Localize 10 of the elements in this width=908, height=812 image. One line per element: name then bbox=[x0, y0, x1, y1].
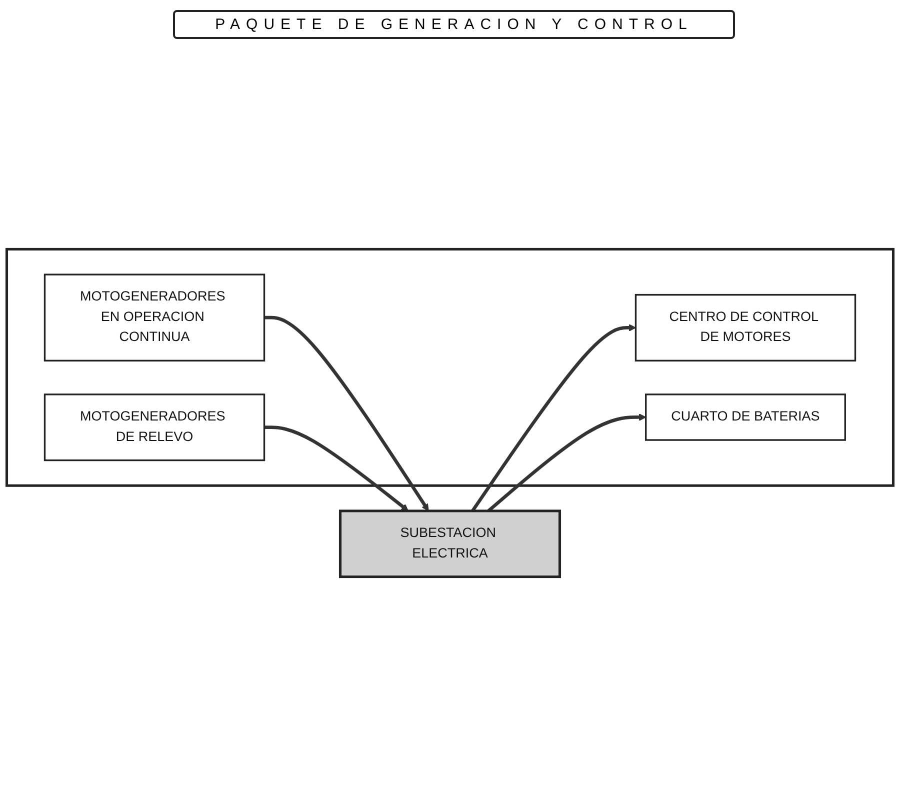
node-box: MOTOGENERADORES EN OPERACION CONTINUA bbox=[44, 274, 266, 362]
node-box: SUBESTACION ELECTRICA bbox=[338, 510, 562, 578]
cluster bbox=[5, 248, 895, 487]
arrow bbox=[264, 316, 429, 512]
banner-label: PAQUETE DE GENERACION Y CONTROL bbox=[173, 10, 735, 39]
arrow bbox=[471, 324, 636, 512]
node-box: MOTOGENERADORES DE RELEVO bbox=[44, 394, 266, 462]
node-box: CENTRO DE CONTROL DE MOTORES bbox=[634, 294, 856, 362]
arrow bbox=[264, 426, 409, 512]
node-box: CUARTO DE BATERIAS bbox=[645, 394, 846, 441]
